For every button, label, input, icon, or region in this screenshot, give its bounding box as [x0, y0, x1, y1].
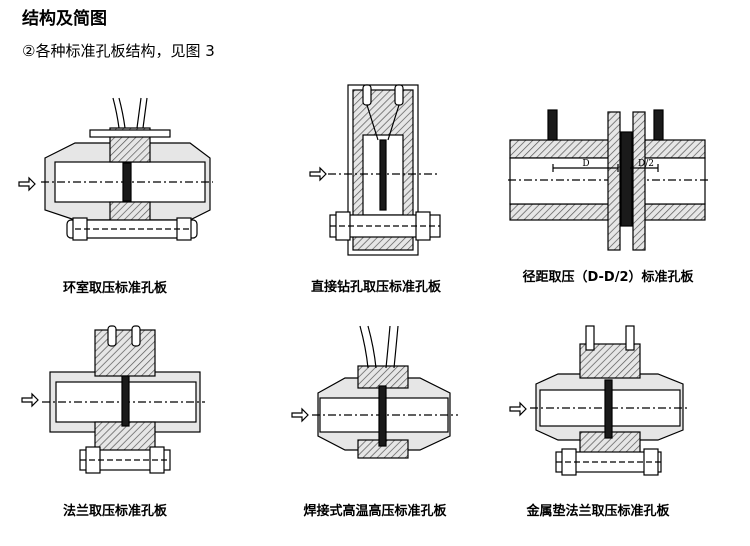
page-subtitle: ②各种标准孔板结构，见图 3	[22, 42, 215, 60]
caption-metal-gasket-flange: 金属垫法兰取压标准孔板	[526, 504, 670, 519]
flow-arrow-icon	[18, 176, 36, 192]
caption-d-d2-tapping: 径距取压（D-D/2）标准孔板	[522, 270, 694, 285]
dimension-label-d-half: D/2	[638, 159, 654, 169]
d-d2-tapping-orifice-diagram: D D/2	[508, 109, 708, 251]
flow-arrow-icon	[21, 392, 39, 408]
direct-drilled-orifice-diagram	[309, 84, 441, 256]
caption-welded-hthp: 焊接式高温高压标准孔板	[303, 504, 447, 519]
caption-flange-tap: 法兰取压标准孔板	[62, 504, 167, 519]
caption-direct-drilled: 直接钻孔取压标准孔板	[310, 280, 441, 295]
annular-chamber-orifice-diagram	[18, 97, 213, 241]
flow-arrow-icon	[291, 407, 309, 423]
caption-annular-chamber: 环室取压标准孔板	[62, 281, 167, 296]
flow-arrow-icon	[509, 401, 527, 417]
metal-gasket-flange-orifice-diagram	[509, 325, 690, 476]
flange-tap-orifice-diagram	[21, 325, 205, 474]
flow-arrow-icon	[309, 166, 327, 182]
welded-hthp-orifice-diagram	[291, 325, 458, 459]
dimension-label-d: D	[582, 159, 589, 169]
page-title: 结构及简图	[22, 9, 107, 29]
